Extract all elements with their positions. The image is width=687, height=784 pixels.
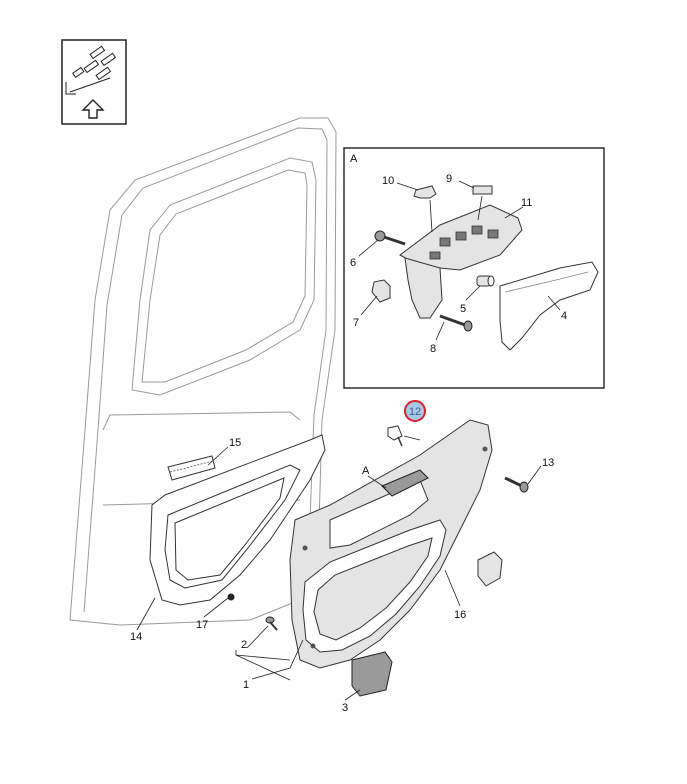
part-13-screw [504,476,529,493]
callout-4: 4 [561,310,567,322]
part-4-armrest-cover [499,261,599,351]
detail-a-label: A [350,153,358,165]
callout-6: 6 [350,257,356,269]
callout-16: 16 [454,609,466,621]
part-9-button [472,185,493,195]
part-14-inner-frame [149,434,326,606]
part-16-cap [477,551,503,587]
removal-direction-icon [61,39,127,125]
part-12-clip [387,425,403,447]
detail-a-inset: A [343,147,605,389]
callout-17: 17 [196,619,208,631]
part-3-pocket [351,651,393,697]
part-15-seal [167,455,216,481]
callout-11: 11 [521,197,532,209]
callout-9: 9 [446,173,452,185]
part-6-screw [374,230,406,246]
part-12-highlight[interactable]: 12 [404,400,426,422]
part-5-bushing [476,275,495,287]
callout-5: 5 [460,303,466,315]
callout-14: 14 [130,631,142,643]
callout-15: 15 [229,437,241,449]
callout-detail-a: A [362,465,370,477]
part-17-pin [227,593,235,601]
callout-2: 2 [241,639,247,651]
part-1-door-trim-panel [289,419,493,669]
callout-1: 1 [243,679,249,691]
leader-lines [136,435,542,701]
part-2-clip [265,616,278,631]
callout-7: 7 [353,317,359,329]
part-11-bracket [404,257,443,319]
callout-8: 8 [430,343,436,355]
callout-10: 10 [382,175,394,187]
callout-13: 13 [542,457,554,469]
callout-3: 3 [342,702,348,714]
part-8-screw [439,314,473,332]
part-10-switch-cap [413,185,437,199]
callout-12: 12 [409,406,421,418]
